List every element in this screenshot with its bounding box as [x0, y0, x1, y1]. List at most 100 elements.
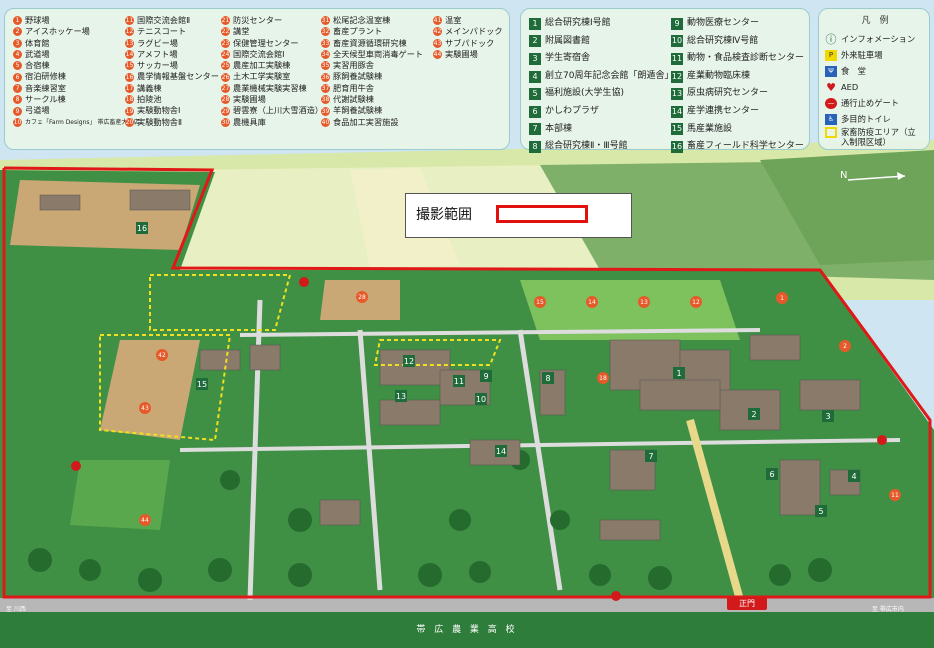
legend-quarantine: 家畜防疫エリア（立入制限区域） — [825, 127, 925, 147]
svg-text:2: 2 — [843, 343, 847, 350]
svg-text:12: 12 — [692, 299, 700, 306]
legend-title: 凡 例 — [861, 16, 889, 26]
legend-square-label: 附属図書館 — [545, 35, 591, 46]
legend-circle-label: 農学情報基盤センター — [137, 71, 219, 82]
legend-circle-label: サブパドック — [445, 37, 495, 48]
legend-circle-number: 40 — [321, 117, 330, 127]
toilet-icon: ♿ — [825, 113, 837, 125]
legend-square-number: 9 — [671, 17, 683, 30]
legend-square-number: 10 — [671, 35, 683, 48]
svg-text:2: 2 — [751, 410, 756, 419]
legend-circle-number: 18 — [125, 95, 134, 105]
road-label-right: 至 帯広市内 — [872, 606, 904, 613]
legend-circle-number: 37 — [321, 83, 330, 93]
legend-square-label: 馬産業施設 — [687, 123, 733, 134]
legend-circle-number: 15 — [125, 61, 134, 71]
legend-circle-label: 体育館 — [25, 37, 50, 48]
high-school-label: 帯 広 農 業 高 校 — [416, 625, 518, 635]
svg-text:8: 8 — [545, 374, 550, 383]
legend-circle-label: 武道場 — [25, 48, 50, 59]
legend-circle-number: 14 — [125, 50, 134, 60]
legend-circle-number: 2 — [13, 27, 22, 37]
legend-square-item: 10 総合研究棟Ⅳ号館 — [671, 33, 804, 51]
legend-square-label: 学生寄宿舎 — [545, 53, 591, 64]
legend-circle-number: 36 — [321, 72, 330, 82]
legend-square-label: 産学連携センター — [687, 105, 760, 116]
svg-text:13: 13 — [396, 392, 406, 401]
legend-circle-label: 音楽練習室 — [25, 82, 66, 93]
legend-circle-label: 羊飼養試験棟 — [333, 105, 383, 116]
legend-circle-number: 3 — [13, 38, 22, 48]
legend-circle-number: 43 — [433, 38, 442, 48]
legend-square-label: 福利施設(大学生協) — [545, 88, 625, 99]
legend-circle-number: 30 — [221, 117, 230, 127]
legend-circle-label: 国際交流会館Ⅱ — [137, 15, 191, 25]
legend-circle-label: 実験動物舎Ⅱ — [137, 116, 182, 127]
dining-icon: Ψ — [825, 65, 837, 77]
svg-text:1: 1 — [780, 295, 784, 302]
legend-circle-number: 17 — [125, 83, 134, 93]
svg-text:44: 44 — [141, 517, 149, 524]
legend-circle-label: テニスコート — [137, 26, 187, 37]
legend-square-label: 総合研究棟Ⅰ号館 — [545, 18, 611, 28]
legend-square-number: 11 — [671, 52, 683, 65]
legend-circle-label: カフェ「Farm Designs」 帯広畜産大学店 — [25, 118, 140, 126]
legend-circle-number: 4 — [13, 50, 22, 60]
legend-square-number: 4 — [529, 70, 541, 83]
svg-text:6: 6 — [769, 470, 774, 479]
legend-square-label: 動物・食品検査診断センター — [687, 53, 805, 64]
legend-square-number: 14 — [671, 105, 683, 118]
legend-circle-label: 講堂 — [233, 26, 250, 37]
legend-circle-number: 8 — [13, 95, 22, 105]
legend-circle-number: 7 — [13, 83, 22, 93]
legend-circle-label: ラグビー場 — [137, 37, 178, 48]
legend-square-number: 12 — [671, 70, 683, 83]
svg-text:1: 1 — [676, 369, 681, 378]
legend-circle-label: 松尾記念温室棟 — [333, 15, 391, 25]
no-entry-icon: — — [825, 97, 837, 109]
legend-circle-number: 25 — [221, 61, 230, 71]
legend-square-item: 11 動物・食品検査診断センター — [671, 50, 804, 68]
legend-square-item: 14 産学連携センター — [671, 103, 804, 121]
north-label: N — [840, 170, 848, 181]
svg-text:18: 18 — [599, 375, 607, 382]
legend-square-number: 13 — [671, 88, 683, 101]
svg-text:10: 10 — [476, 395, 486, 404]
legend-circle-label: 温室 — [445, 15, 462, 25]
legend-circle-number: 1 — [13, 16, 22, 26]
legend-circle-label: 農機具庫 — [233, 116, 266, 127]
legend-circle-number: 6 — [13, 72, 22, 82]
campus-boundary — [2, 166, 932, 599]
legend-circle-number: 9 — [13, 106, 22, 116]
legend-gate-label: 通行止めゲート — [841, 98, 900, 108]
legend-square-label: 総合研究棟Ⅳ号館 — [687, 35, 759, 46]
